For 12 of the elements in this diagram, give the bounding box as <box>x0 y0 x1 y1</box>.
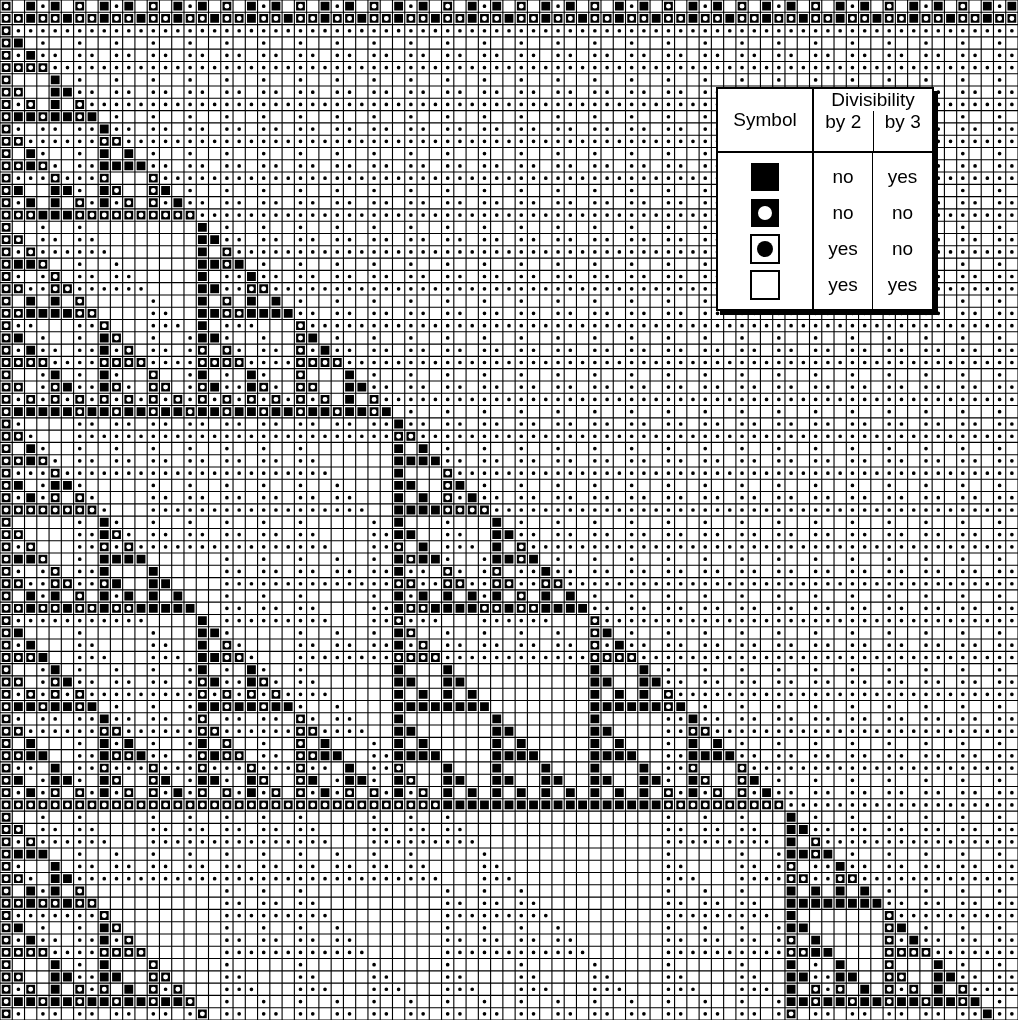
column-header: Divisibility <box>831 89 915 111</box>
table-cell: no <box>832 202 854 224</box>
table-cell: yes <box>828 274 858 296</box>
column-header: by 2 <box>825 111 862 133</box>
column-header: by 3 <box>884 111 921 133</box>
table-cell: yes <box>828 238 858 260</box>
table-cell: yes <box>887 274 918 296</box>
table-cell: no <box>832 166 854 188</box>
table-cell: yes <box>887 166 918 188</box>
table-cell: no <box>891 238 914 260</box>
column-header: Symbol <box>733 109 797 131</box>
table-cell: no <box>891 202 914 224</box>
